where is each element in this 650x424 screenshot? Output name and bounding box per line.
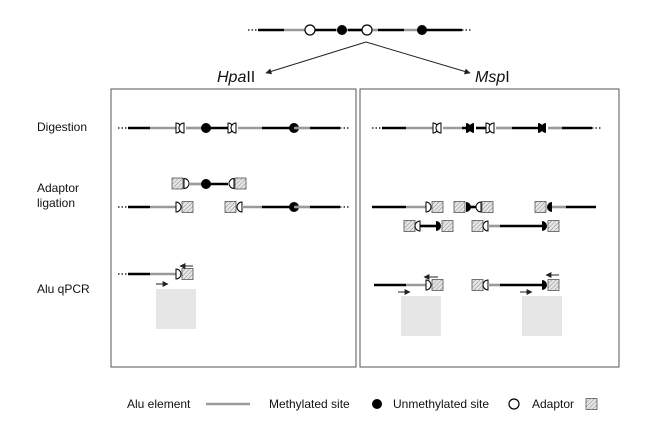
legend-methylated-site-marker xyxy=(372,399,382,409)
cut-site-half-open xyxy=(425,279,432,291)
mspi-alu-qpcr xyxy=(374,272,562,336)
legend-methylated-site-label: Methylated site xyxy=(269,397,350,411)
adaptor-marker xyxy=(547,279,560,291)
pcr-amplicon-stack xyxy=(156,289,196,329)
row-label-ligation: ligation xyxy=(37,196,76,210)
cut-site-half-open xyxy=(183,177,190,190)
cut-site-half-filled xyxy=(541,123,546,133)
hpaii-alu-qpcr xyxy=(118,263,196,329)
adaptor-marker xyxy=(181,268,194,280)
adaptor-marker xyxy=(431,201,444,213)
cut-site-half-filled xyxy=(547,202,552,212)
cut-site-half-filled xyxy=(436,221,441,231)
arrow-to-mspi xyxy=(365,41,471,75)
cut-site-half-open xyxy=(482,220,489,232)
adaptor-marker xyxy=(547,220,560,232)
methylated-site-marker xyxy=(201,179,211,189)
row-label-adaptor: Adaptor xyxy=(37,181,80,195)
adaptor-marker xyxy=(453,201,466,213)
adaptor-marker xyxy=(224,201,237,213)
cut-site-half-open xyxy=(414,220,421,232)
enzyme-label-mspi: MspI xyxy=(475,69,510,87)
pcr-amplicon-stack xyxy=(522,296,562,336)
enzyme-label-hpaii: HpaII xyxy=(217,69,255,87)
adaptor-marker xyxy=(181,201,194,213)
legend-adaptor-marker xyxy=(585,398,598,410)
methylated-site-marker xyxy=(201,123,211,133)
cut-site-half-open xyxy=(435,122,442,134)
cut-site-half-open xyxy=(236,201,243,213)
enzyme-mspi-roman: I xyxy=(505,69,510,86)
row-label-digestion: Digestion xyxy=(37,120,88,134)
adaptor-marker xyxy=(403,220,416,232)
legend-unmethylated-site-marker xyxy=(508,398,520,410)
genomic-fragment-top xyxy=(248,24,472,36)
legend-adaptor-label: Adaptor xyxy=(532,397,575,411)
adaptor-marker xyxy=(171,177,184,190)
cut-site-half-open xyxy=(175,268,182,280)
cut-site-half-filled xyxy=(542,280,547,290)
enzyme-mspi-italic: Msp xyxy=(475,69,506,86)
hpaii-panel xyxy=(110,88,357,368)
adaptor-marker xyxy=(441,220,454,232)
legend-alu-element-label: Alu element xyxy=(127,397,191,411)
legend-unmethylated-site-label: Unmethylated site xyxy=(393,397,490,411)
hpaii-ligated-fragments xyxy=(118,177,350,213)
hpaii-digestion-fragments xyxy=(118,122,350,134)
unmethylated-site-marker xyxy=(361,24,373,36)
cut-site-half-open xyxy=(175,201,182,213)
methylated-site-marker xyxy=(337,25,347,35)
cut-site-half-open xyxy=(482,279,489,291)
enzyme-hpaii-italic: Hpa xyxy=(217,69,247,86)
unmethylated-site-marker xyxy=(304,24,316,36)
mspi-digestion-fragments xyxy=(372,122,602,134)
arrow-to-hpaii xyxy=(265,41,367,75)
adaptor-marker xyxy=(534,201,547,213)
adaptor-marker xyxy=(471,279,484,291)
cut-site-half-open xyxy=(488,122,495,134)
enzyme-hpaii-roman: II xyxy=(246,69,256,86)
adaptor-marker xyxy=(234,177,247,190)
methylated-site-marker xyxy=(417,25,427,35)
mspi-ligated-fragments xyxy=(372,201,596,232)
cut-site-half-filled xyxy=(469,123,474,133)
cut-site-half-open xyxy=(178,122,185,134)
cut-site-half-open xyxy=(230,122,237,134)
adaptor-marker xyxy=(481,201,494,213)
adaptor-marker xyxy=(431,279,444,291)
pcr-amplicon-stack xyxy=(401,296,441,336)
cut-site-half-open xyxy=(425,201,432,213)
mspi-panel xyxy=(359,88,620,368)
row-label-alu-qpcr: Alu qPCR xyxy=(37,282,90,296)
adaptor-marker xyxy=(471,220,484,232)
cut-site-half-open xyxy=(228,177,235,190)
cut-site-half-filled xyxy=(542,221,547,231)
cut-site-half-open xyxy=(475,201,482,213)
